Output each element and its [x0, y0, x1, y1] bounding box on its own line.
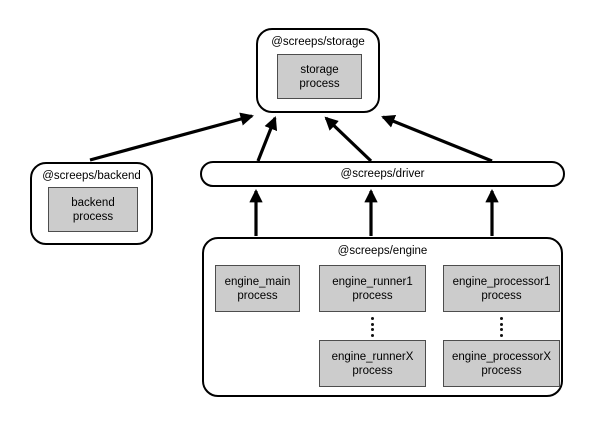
vertical-ellipsis-icon — [500, 317, 504, 337]
process-box-engine-main: engine_main process — [215, 265, 300, 312]
edge-driver-to-storage-right — [381, 115, 493, 163]
node-storage: @screeps/storage storage process — [256, 28, 380, 113]
node-driver: @screeps/driver — [200, 161, 565, 187]
process-box-storage: storage process — [277, 54, 362, 99]
node-backend: @screeps/backend backend process — [30, 162, 153, 245]
node-driver-title: @screeps/driver — [340, 168, 425, 180]
process-box-engine-runner1: engine_runner1 process — [319, 265, 426, 312]
node-engine: @screeps/engine engine_main process engi… — [202, 237, 563, 397]
vertical-ellipsis-icon — [371, 317, 375, 337]
process-box-engine-processorx: engine_processorX process — [443, 340, 560, 387]
node-backend-title: @screeps/backend — [42, 170, 141, 182]
process-box-backend: backend process — [48, 187, 138, 232]
edge-backend-to-storage — [89, 112, 254, 162]
edge-driver-to-storage-middle — [324, 116, 373, 163]
process-box-engine-runnerx: engine_runnerX process — [319, 340, 426, 387]
edge-driver-to-storage-left — [256, 116, 278, 162]
node-engine-title: @screeps/engine — [337, 245, 428, 257]
node-storage-title: @screeps/storage — [271, 36, 365, 48]
process-box-engine-processor1: engine_processor1 process — [443, 265, 560, 312]
